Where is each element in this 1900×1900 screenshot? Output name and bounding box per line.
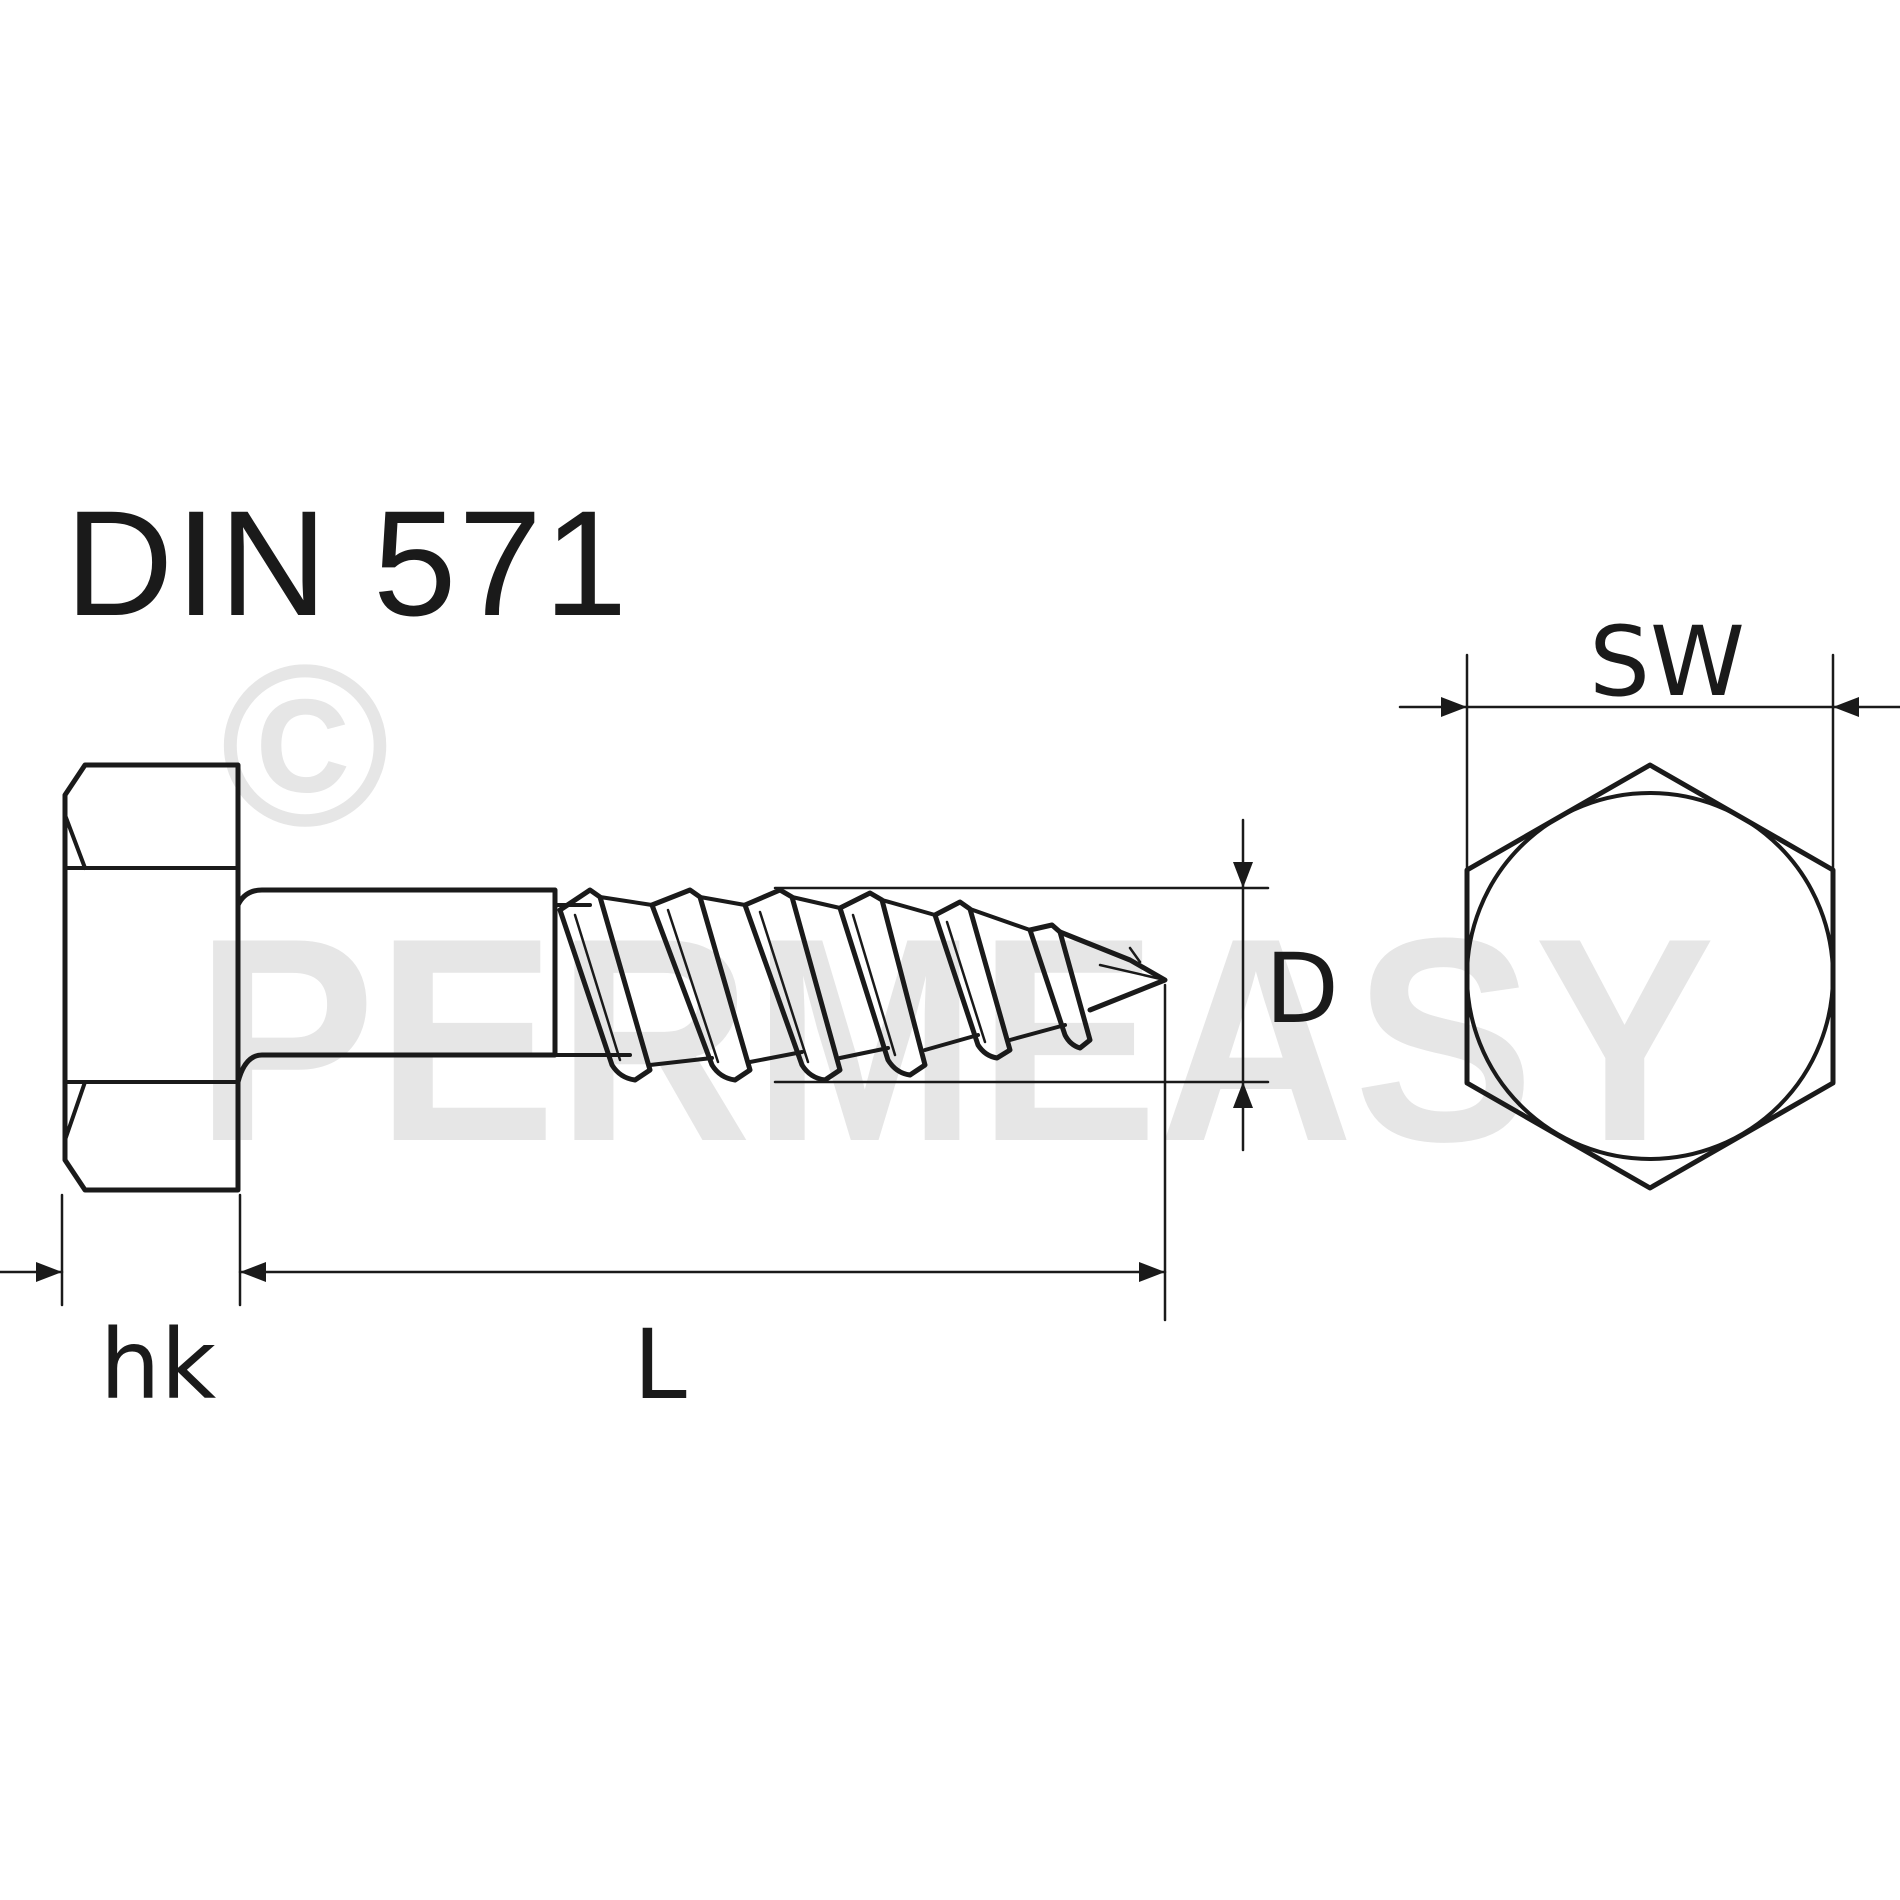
watermark-copyright: © [220, 617, 389, 874]
dim-label-l: L [633, 1309, 686, 1421]
dimension-hk: hk [0, 1193, 242, 1421]
screw-thread [553, 887, 1168, 1083]
dimension-d: D [773, 818, 1339, 1152]
dim-label-sw: SW [1589, 606, 1745, 718]
page-title: DIN 571 [65, 479, 629, 647]
dimension-sw: SW [1398, 606, 1900, 872]
dim-label-hk: hk [100, 1309, 217, 1421]
dim-label-d: D [1265, 933, 1339, 1045]
screw-shank [235, 887, 558, 1085]
dimension-l: L [238, 983, 1167, 1421]
screw-head [62, 762, 241, 1193]
watermark: © PERMEASY [195, 617, 1715, 1202]
